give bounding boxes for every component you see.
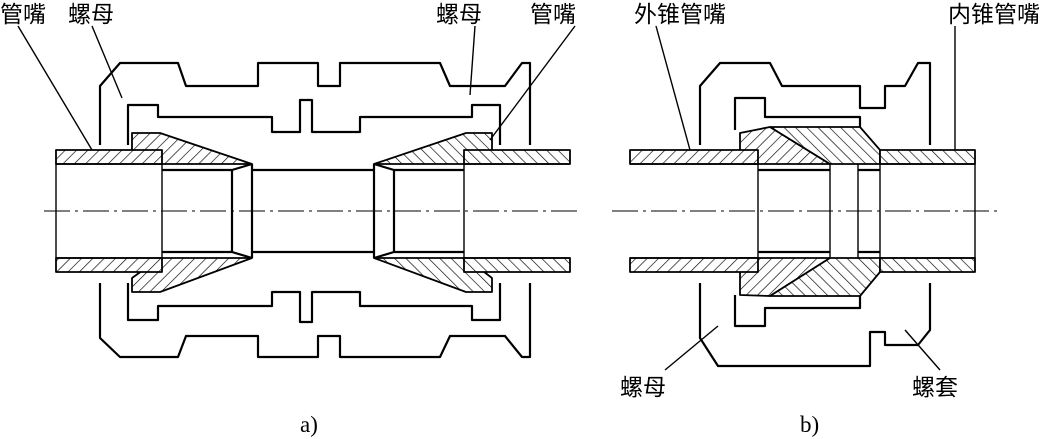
figure-b-drawing: 外锥管嘴 内锥管嘴 螺母 螺套 b) xyxy=(612,2,1040,437)
leader-sleeve-b xyxy=(904,329,941,371)
nut-outline-bottom-b xyxy=(698,283,932,368)
figure-a-drawing: 管嘴 螺母 螺母 管嘴 a) xyxy=(0,2,580,437)
label-outer-cone-tube: 外锥管嘴 xyxy=(634,2,726,28)
nut-outline-top-b xyxy=(698,61,932,145)
label-inner-cone-tube: 内锥管嘴 xyxy=(948,2,1040,28)
inner-cone-tube-wall-bottom xyxy=(879,257,976,273)
leader-tube-left xyxy=(17,25,93,151)
label-nut-right: 螺母 xyxy=(436,2,482,28)
caption-a: a) xyxy=(300,412,318,437)
outer-cone-tube-wall-top xyxy=(629,149,759,165)
bore-b xyxy=(630,163,976,259)
left-tube-wall-top xyxy=(55,149,163,165)
label-nut-b: 螺母 xyxy=(620,375,666,401)
right-tube-wall-bottom xyxy=(463,257,571,273)
outer-cone-tube-wall-bottom xyxy=(629,257,759,273)
body-inner-top-a xyxy=(126,98,502,145)
leader-nut-left xyxy=(91,25,123,99)
body-inner-top-b xyxy=(733,96,862,130)
right-bore xyxy=(463,163,570,259)
caption-b: b) xyxy=(800,412,819,437)
body-inner-bottom-b xyxy=(733,292,862,328)
leader-tube-right xyxy=(489,25,576,141)
label-sleeve-b: 螺套 xyxy=(912,375,958,401)
label-tube-left: 管嘴 xyxy=(0,2,46,28)
nut-outline-bottom-a xyxy=(98,283,532,359)
leader-nut-b xyxy=(664,325,719,371)
leader-outer-cone-tube xyxy=(655,25,691,151)
left-tube-wall-bottom xyxy=(55,257,163,273)
body-inner-bottom-a xyxy=(126,283,502,324)
passage-b xyxy=(758,168,880,254)
leader-nut-right xyxy=(469,25,476,96)
right-tube-wall-top xyxy=(463,149,571,165)
inner-cone-tube-wall-top xyxy=(879,149,976,165)
nut-outline-top-a xyxy=(98,61,532,145)
label-tube-right: 管嘴 xyxy=(530,2,576,28)
label-nut-left: 螺母 xyxy=(68,2,114,28)
